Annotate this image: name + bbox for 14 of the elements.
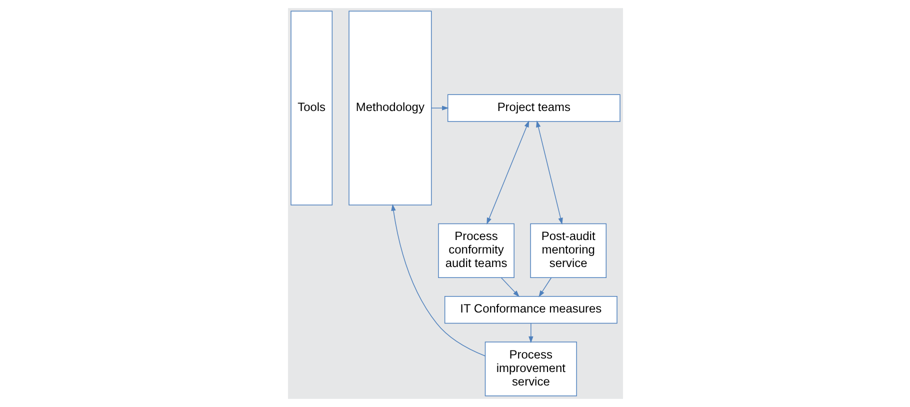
node-box: Process conformity audit teams	[438, 223, 514, 278]
arrow	[500, 278, 520, 298]
node-box: Process improvement service	[484, 342, 576, 396]
node-box: Methodology	[348, 10, 432, 206]
arrow	[528, 322, 533, 344]
arrow	[390, 204, 486, 356]
node-box: IT Conformance measures	[444, 296, 617, 324]
arrow	[536, 120, 562, 225]
arrow	[430, 106, 448, 110]
node-box: Post-audit mentoring service	[530, 223, 606, 278]
node-box: Tools	[290, 10, 332, 206]
arrow	[486, 120, 529, 225]
arrow	[538, 278, 552, 298]
node-box: Project teams	[446, 94, 620, 122]
